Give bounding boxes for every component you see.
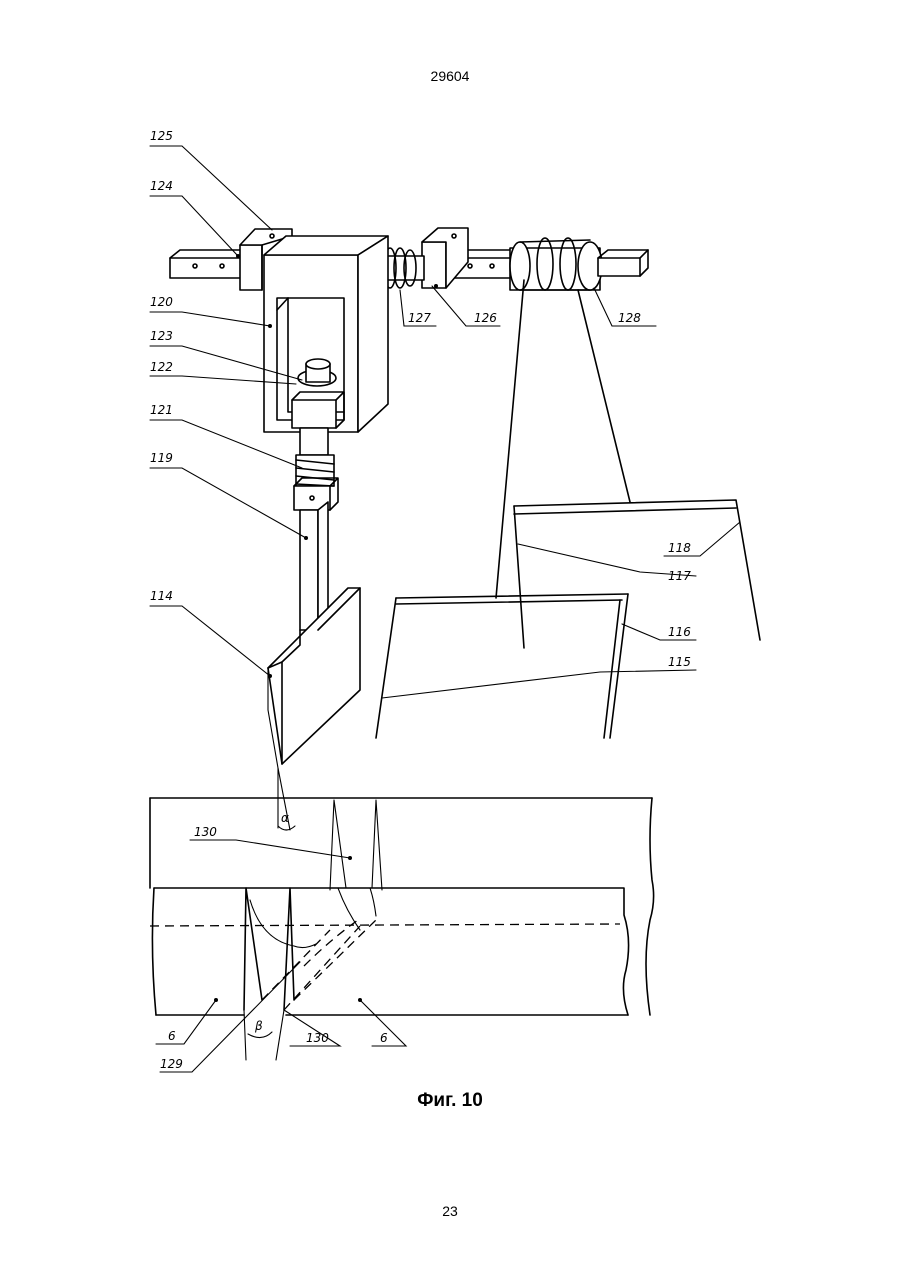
label-114: 114 <box>150 589 173 603</box>
page-number: 23 <box>0 1203 900 1219</box>
label-123: 123 <box>150 329 173 343</box>
label-130-upper: 130 <box>194 825 217 839</box>
label-128: 128 <box>618 311 641 325</box>
label-6-left: 6 <box>168 1029 176 1043</box>
label-117: 117 <box>668 569 691 583</box>
knife-assembly <box>268 502 360 830</box>
label-125: 125 <box>150 129 173 143</box>
label-118: 118 <box>668 541 691 555</box>
label-6-right: 6 <box>380 1031 388 1045</box>
support-bar <box>170 228 648 290</box>
label-121: 121 <box>150 403 173 417</box>
label-126: 126 <box>474 311 497 325</box>
wire-frames <box>376 280 760 738</box>
label-127: 127 <box>408 311 431 325</box>
label-122: 122 <box>150 360 173 374</box>
label-119: 119 <box>150 451 173 465</box>
angle-alpha: α <box>281 811 289 825</box>
label-124: 124 <box>150 179 173 193</box>
label-115: 115 <box>668 655 691 669</box>
label-130-lower: 130 <box>306 1031 329 1045</box>
label-129: 129 <box>160 1057 183 1071</box>
figure-caption: Фиг. 10 <box>0 1090 900 1112</box>
angle-beta: β <box>254 1019 263 1033</box>
label-120: 120 <box>150 295 173 309</box>
workpiece-section <box>150 798 654 1060</box>
label-116: 116 <box>668 625 691 639</box>
